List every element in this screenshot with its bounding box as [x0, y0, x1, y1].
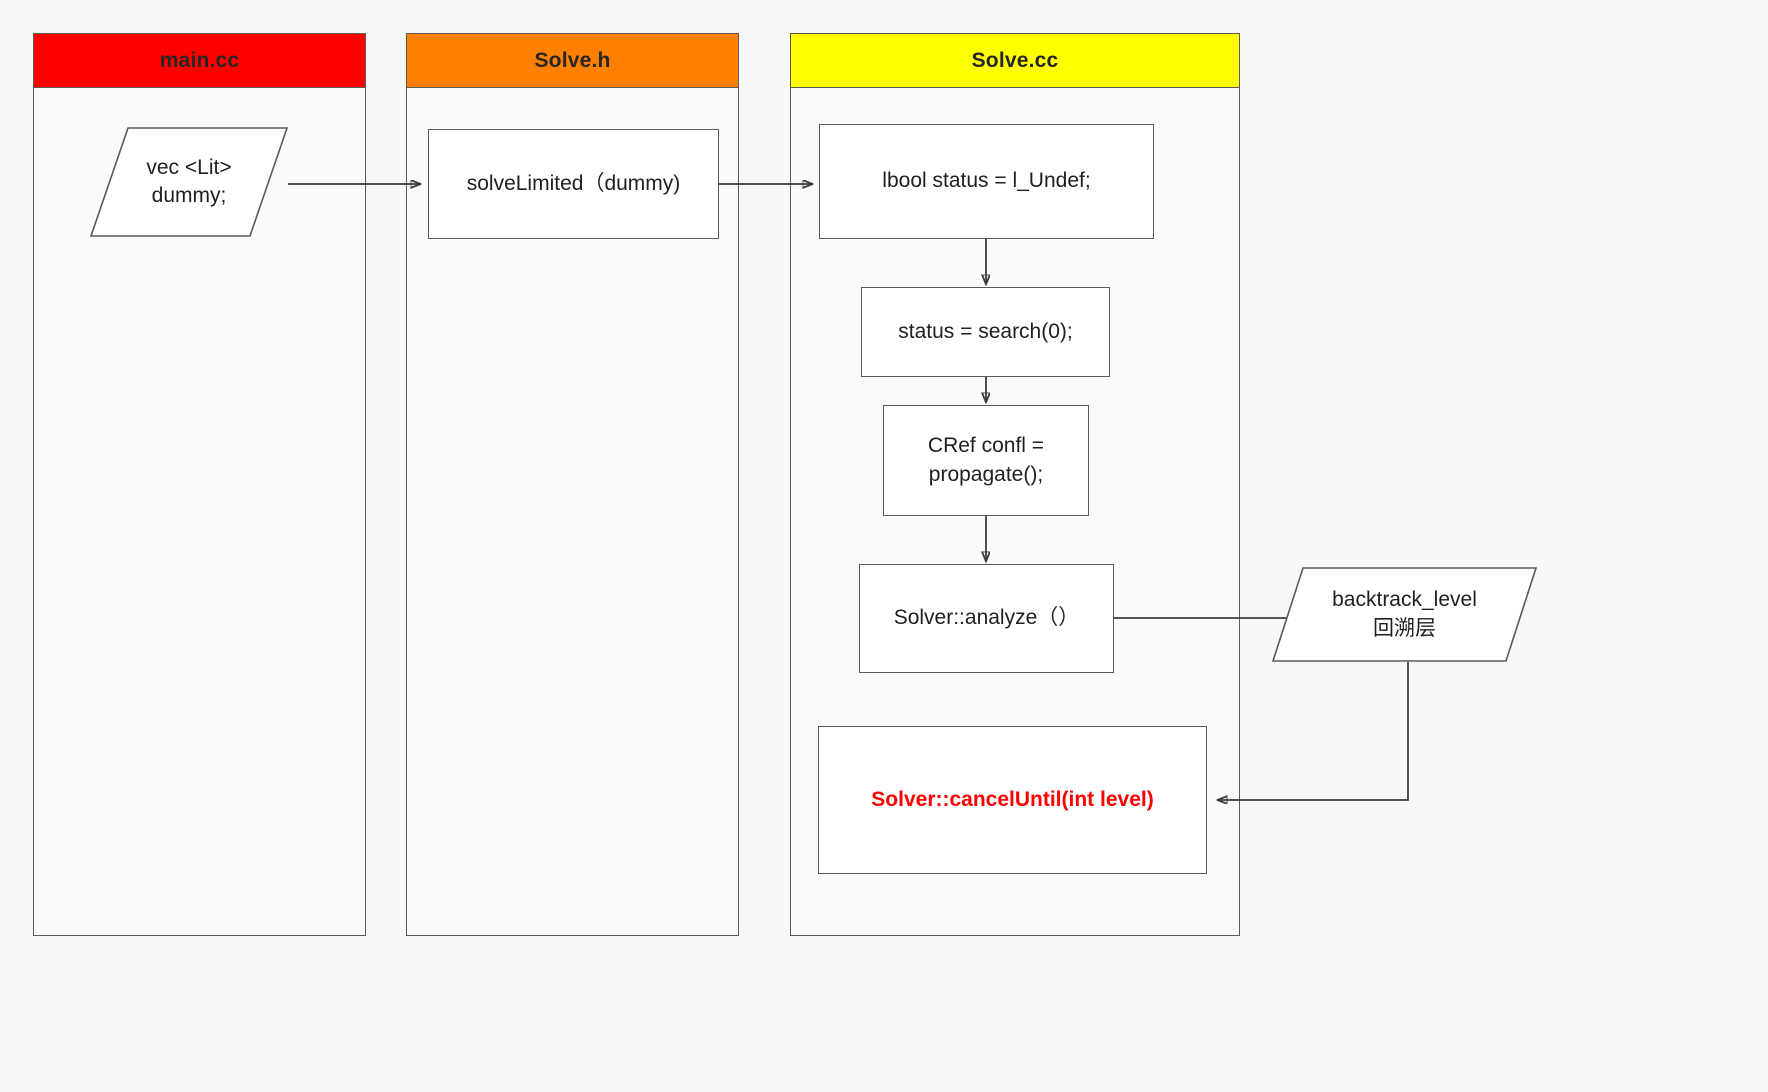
node-lbool-status[interactable]: lbool status = l_Undef; — [819, 124, 1154, 239]
lane-header-solve-cc[interactable]: Solve.cc — [790, 33, 1240, 88]
parallelogram-outline — [89, 127, 289, 237]
node-backtrack-level[interactable]: backtrack_level 回溯层 — [1271, 567, 1538, 662]
node-status-search[interactable]: status = search(0); — [861, 287, 1110, 377]
node-solver-cancel-until[interactable]: Solver::cancelUntil(int level) — [818, 726, 1207, 874]
node-solve-limited[interactable]: solveLimited（dummy) — [428, 129, 719, 239]
lane-title-main-cc: main.cc — [159, 48, 240, 72]
lane-title-solve-cc: Solve.cc — [971, 48, 1059, 72]
edge-backtrack-to-cancel — [1218, 662, 1409, 800]
lane-header-main-cc[interactable]: main.cc — [33, 33, 366, 88]
node-solver-analyze[interactable]: Solver::analyze（） — [859, 564, 1114, 673]
parallelogram-outline-backtrack — [1271, 567, 1538, 662]
node-vec-lit-dummy[interactable]: vec <Lit> dummy; — [89, 127, 289, 237]
node-cref-confl[interactable]: CRef confl = propagate(); — [883, 405, 1089, 516]
lane-title-solve-h: Solve.h — [534, 48, 611, 72]
lane-header-solve-h[interactable]: Solve.h — [406, 33, 739, 88]
